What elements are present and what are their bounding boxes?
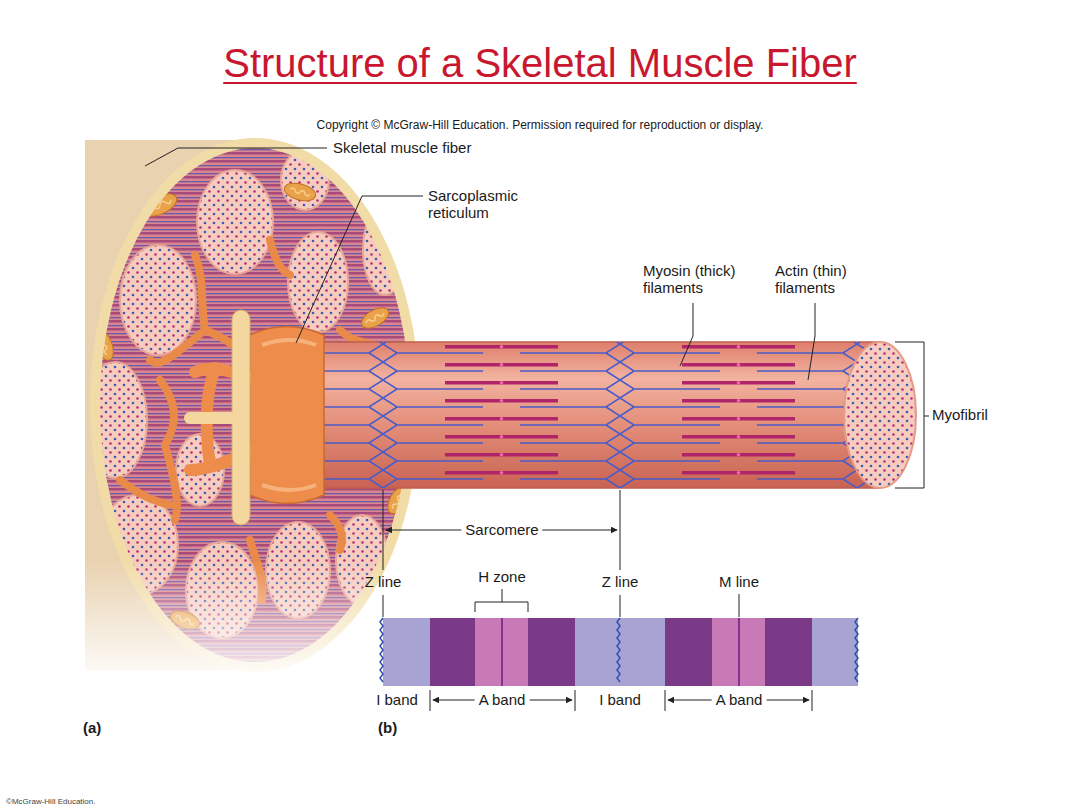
dimension-label: Sarcomere bbox=[461, 521, 542, 538]
label-anchor: Sarcomere bbox=[461, 521, 542, 538]
illustration-part bbox=[665, 618, 712, 686]
illustration-part bbox=[680, 303, 693, 366]
illustration-part bbox=[383, 490, 384, 617]
t-tubule-branch bbox=[190, 412, 232, 424]
illustration-part bbox=[620, 490, 621, 617]
illustration-part bbox=[475, 618, 528, 686]
illustration-part bbox=[282, 180, 317, 204]
illustration-part bbox=[330, 515, 342, 550]
sr-cuff bbox=[250, 327, 324, 504]
illustration-part bbox=[738, 618, 740, 686]
illustration-part bbox=[475, 589, 528, 612]
band-label: I band bbox=[599, 691, 641, 708]
illustration-part bbox=[383, 618, 430, 686]
part-label: Myofibril bbox=[932, 406, 988, 423]
label-anchor: Skeletal muscle fiber bbox=[333, 139, 471, 156]
panel-letter: (b) bbox=[378, 719, 397, 736]
label-anchor: Copyright © McGraw-Hill Education. Permi… bbox=[317, 119, 764, 133]
label-anchor: Myofibril bbox=[932, 406, 988, 423]
illustration-part bbox=[282, 180, 317, 204]
illustration-part bbox=[195, 255, 205, 330]
band-label: A band bbox=[475, 691, 530, 708]
label-anchor: Myosin (thick) filaments bbox=[643, 262, 757, 297]
band-label: Z line bbox=[365, 573, 402, 590]
part-label: Skeletal muscle fiber bbox=[333, 139, 471, 156]
band-label: A band bbox=[712, 691, 767, 708]
illustration-part bbox=[712, 618, 765, 686]
fade bbox=[80, 560, 380, 685]
illustration-part bbox=[501, 618, 503, 686]
label-anchor: Actin (thin) filaments bbox=[775, 262, 871, 297]
label-anchor: A band bbox=[475, 691, 530, 708]
illustration-part bbox=[895, 342, 929, 488]
band-label: Z line bbox=[602, 573, 639, 590]
label-anchor: Z line bbox=[602, 573, 639, 590]
illustration-part bbox=[120, 245, 196, 355]
illustration-part bbox=[270, 240, 290, 275]
label-anchor: A band bbox=[712, 691, 767, 708]
illustration-part bbox=[430, 690, 812, 711]
label-anchor: (a) bbox=[83, 719, 101, 736]
label-anchor: H zone bbox=[478, 568, 526, 585]
illustration-part bbox=[765, 618, 812, 686]
illustration-part bbox=[855, 618, 858, 682]
label-anchor: (b) bbox=[378, 719, 397, 736]
label-anchor: M line bbox=[719, 573, 759, 590]
illustration-part bbox=[262, 340, 316, 490]
illustration-part bbox=[296, 196, 423, 343]
title-anchor: Structure of a Skeletal Muscle Fiber bbox=[0, 40, 1080, 86]
illustration-part bbox=[812, 618, 858, 686]
band-label: I band bbox=[376, 691, 418, 708]
illustration-part bbox=[430, 618, 475, 686]
panel-letter: (a) bbox=[83, 719, 101, 736]
part-label: Actin (thin) filaments bbox=[775, 262, 871, 297]
illustration-part bbox=[528, 618, 575, 686]
illustration-part bbox=[575, 618, 665, 686]
band-label: M line bbox=[719, 573, 759, 590]
myofibril-body bbox=[285, 342, 880, 488]
illustration-part bbox=[358, 304, 392, 333]
illustration-part bbox=[197, 170, 273, 274]
label-anchor: ©McGraw-Hill Education. bbox=[6, 797, 95, 806]
leader-lines bbox=[145, 148, 929, 711]
illustration-part bbox=[739, 594, 740, 617]
copyright-note: ©McGraw-Hill Education. bbox=[6, 797, 95, 806]
band-label: H zone bbox=[478, 568, 526, 585]
illustration-part bbox=[365, 311, 384, 324]
illustration-part bbox=[120, 480, 170, 505]
illustration-part bbox=[150, 330, 205, 363]
label-anchor: I band bbox=[599, 691, 641, 708]
part-label: Myosin (thick) filaments bbox=[643, 262, 757, 297]
label-anchor: Z line bbox=[365, 573, 402, 590]
illustration-part bbox=[290, 187, 310, 196]
myofibril-end bbox=[844, 342, 916, 488]
illustration-part bbox=[145, 148, 327, 166]
illustration-part bbox=[617, 618, 620, 682]
illustration-part bbox=[808, 303, 815, 380]
slide-title: Structure of a Skeletal Muscle Fiber bbox=[223, 40, 857, 86]
label-anchor: Sarcoplasmic reticulum bbox=[428, 187, 540, 222]
illustration-part bbox=[160, 380, 174, 445]
label-anchor: I band bbox=[376, 691, 418, 708]
part-label: Sarcoplasmic reticulum bbox=[428, 187, 540, 222]
illustration-part bbox=[358, 304, 392, 333]
illustration-part bbox=[380, 618, 383, 682]
copyright-note: Copyright © McGraw-Hill Education. Permi… bbox=[317, 119, 764, 133]
band-strip bbox=[380, 618, 858, 686]
myofilaments bbox=[285, 342, 880, 488]
